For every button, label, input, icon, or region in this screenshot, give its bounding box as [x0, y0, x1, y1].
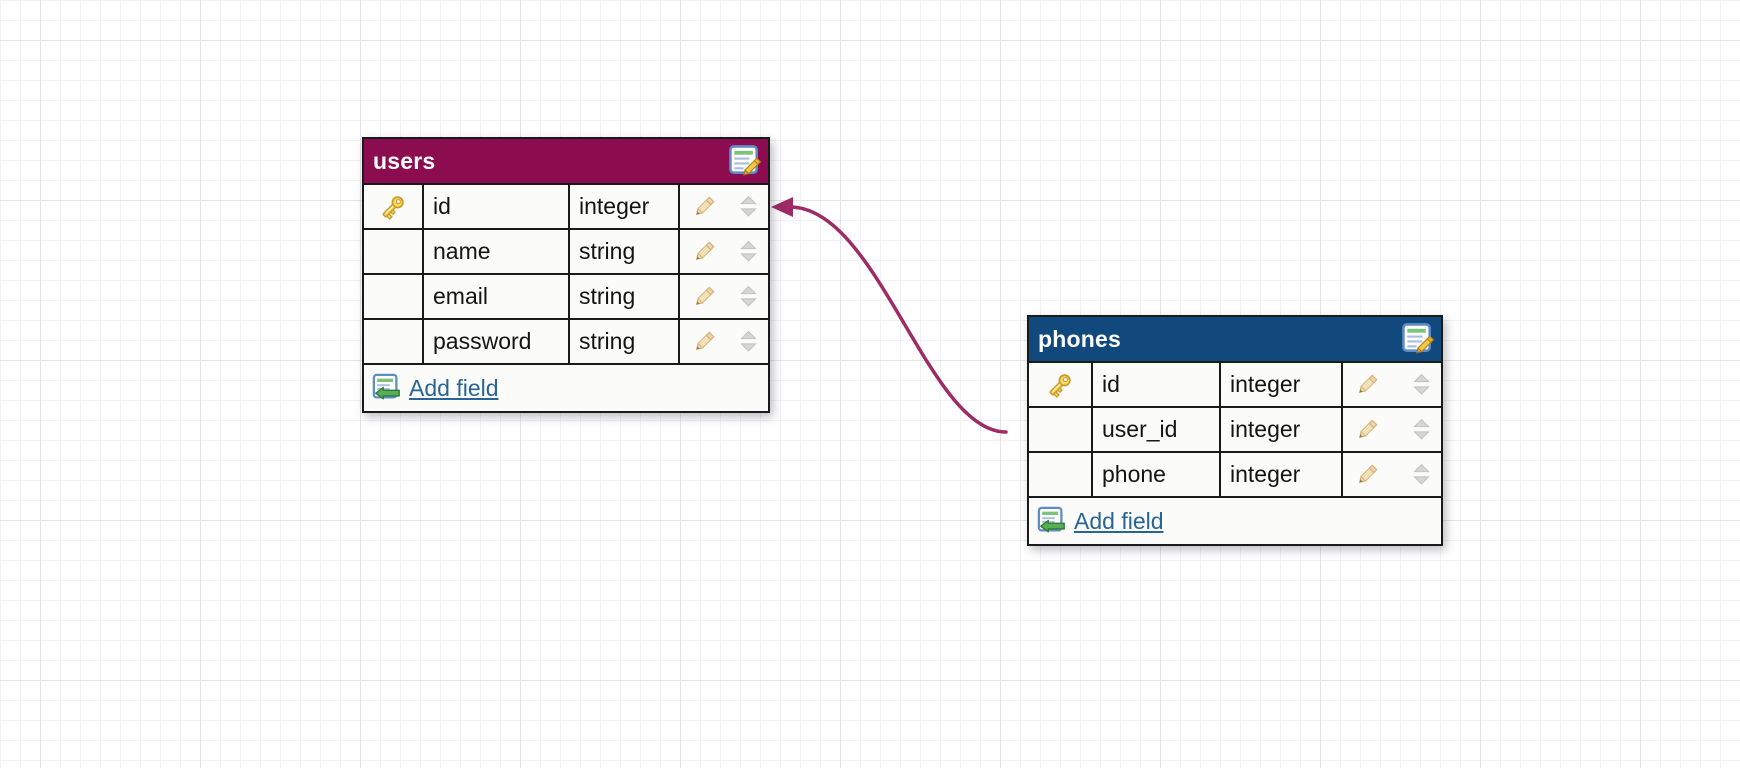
field-actions-cell: [1341, 362, 1442, 408]
field-name[interactable]: password: [422, 318, 570, 364]
field-row[interactable]: id integer: [363, 184, 769, 230]
table-header[interactable]: phones: [1029, 317, 1441, 363]
field-row[interactable]: id integer: [1028, 362, 1442, 408]
primary-key-cell: [363, 228, 424, 275]
table-title: users: [373, 147, 436, 174]
pencil-icon[interactable]: [691, 193, 718, 220]
pencil-icon[interactable]: [1354, 461, 1381, 488]
sort-arrows-icon[interactable]: [1413, 417, 1430, 442]
field-name[interactable]: name: [422, 228, 570, 275]
sort-arrows-icon[interactable]: [740, 284, 757, 309]
sort-arrows-icon[interactable]: [1413, 462, 1430, 487]
pencil-icon[interactable]: [691, 328, 718, 355]
field-name[interactable]: email: [422, 273, 570, 320]
field-actions-cell: [678, 273, 769, 320]
field-type[interactable]: integer: [1219, 362, 1343, 408]
table-node-phones[interactable]: phones id integer user_id integer: [1027, 315, 1443, 546]
table-title: phones: [1038, 325, 1121, 352]
field-type[interactable]: string: [568, 273, 680, 320]
field-actions-cell: [678, 184, 769, 230]
field-type[interactable]: string: [568, 318, 680, 364]
field-type[interactable]: integer: [1219, 406, 1343, 453]
primary-key-cell: [363, 273, 424, 320]
pencil-icon[interactable]: [1354, 416, 1381, 443]
field-actions-cell: [1341, 451, 1442, 497]
fields-table: id integer name string email string: [363, 184, 769, 364]
sort-arrows-icon[interactable]: [1413, 372, 1430, 397]
add-field-link[interactable]: Add field: [409, 374, 499, 401]
field-actions-cell: [1341, 406, 1442, 453]
field-row[interactable]: name string: [363, 228, 769, 275]
sort-arrows-icon[interactable]: [740, 194, 757, 219]
primary-key-cell: [1028, 406, 1093, 453]
key-icon: [1045, 370, 1075, 396]
field-name[interactable]: id: [1091, 362, 1221, 408]
field-name[interactable]: user_id: [1091, 406, 1221, 453]
field-type[interactable]: integer: [1219, 451, 1343, 497]
pencil-icon[interactable]: [691, 283, 718, 310]
field-name[interactable]: phone: [1091, 451, 1221, 497]
primary-key-cell: [363, 184, 424, 230]
add-field-row[interactable]: Add field: [1029, 496, 1441, 544]
table-header[interactable]: users: [364, 139, 768, 185]
add-field-icon[interactable]: [372, 373, 402, 403]
fields-table: id integer user_id integer phone integer: [1028, 362, 1442, 497]
key-icon: [378, 192, 408, 218]
sort-arrows-icon[interactable]: [740, 239, 757, 264]
field-row[interactable]: phone integer: [1028, 451, 1442, 497]
field-type[interactable]: integer: [568, 184, 680, 230]
add-field-link[interactable]: Add field: [1074, 507, 1164, 534]
field-type[interactable]: string: [568, 228, 680, 275]
field-row[interactable]: user_id integer: [1028, 406, 1442, 453]
field-actions-cell: [678, 318, 769, 364]
primary-key-cell: [1028, 362, 1093, 408]
edit-table-icon[interactable]: [728, 144, 763, 179]
primary-key-cell: [363, 318, 424, 364]
field-name[interactable]: id: [422, 184, 570, 230]
add-field-icon[interactable]: [1037, 506, 1067, 536]
add-field-row[interactable]: Add field: [364, 363, 768, 411]
primary-key-cell: [1028, 451, 1093, 497]
field-row[interactable]: password string: [363, 318, 769, 364]
pencil-icon[interactable]: [691, 238, 718, 265]
pencil-icon[interactable]: [1354, 371, 1381, 398]
sort-arrows-icon[interactable]: [740, 329, 757, 354]
field-row[interactable]: email string: [363, 273, 769, 320]
relation-path: [788, 205, 1008, 434]
field-actions-cell: [678, 228, 769, 275]
relation-arrowhead: [771, 197, 793, 217]
table-node-users[interactable]: users id integer name string: [362, 137, 770, 413]
edit-table-icon[interactable]: [1401, 322, 1436, 357]
